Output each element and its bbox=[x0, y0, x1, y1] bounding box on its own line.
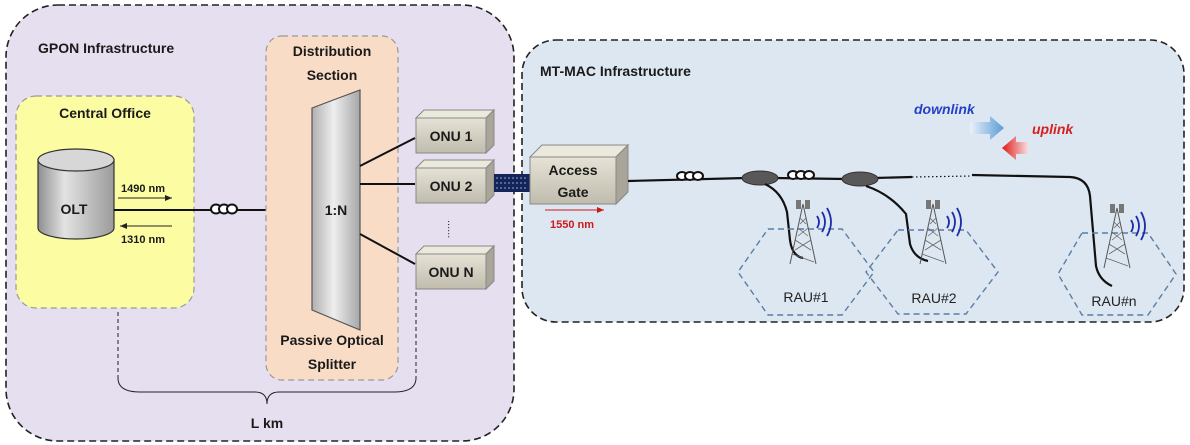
onu-access-gate-link bbox=[494, 174, 530, 192]
olt-icon bbox=[37, 148, 115, 240]
rau-n-label: RAU#n bbox=[1091, 293, 1136, 309]
rau-1-cell bbox=[737, 228, 875, 316]
splitter-label-line1: Passive Optical bbox=[280, 332, 384, 348]
rau-2-label: RAU#2 bbox=[911, 290, 956, 306]
downstream-arrow-icon bbox=[118, 195, 172, 201]
onu-n-box bbox=[414, 244, 496, 291]
splitter-label-line2: Splitter bbox=[308, 356, 357, 372]
onu-ellipsis: ...... bbox=[445, 220, 457, 238]
central-office-title: Central Office bbox=[59, 105, 151, 121]
onu-2-label: ONU 2 bbox=[430, 178, 473, 194]
splitter-ratio: 1:N bbox=[325, 202, 348, 218]
wavelength-up-label: 1310 nm bbox=[121, 234, 165, 246]
onu-1-label: ONU 1 bbox=[430, 128, 473, 144]
optical-coupler-icon bbox=[741, 170, 879, 187]
olt-label: OLT bbox=[61, 201, 88, 217]
wavelength-1550-label: 1550 nm bbox=[550, 219, 594, 231]
wavelength-1550-arrow-icon bbox=[545, 207, 604, 213]
gpon-title: GPON Infrastructure bbox=[38, 40, 174, 56]
downlink-label: downlink bbox=[914, 101, 976, 117]
access-gate-line2: Gate bbox=[557, 184, 588, 200]
distance-label: L km bbox=[251, 415, 283, 431]
mtmac-fiber-spool-icon bbox=[676, 170, 815, 181]
distance-bracket bbox=[117, 292, 417, 405]
uplink-arrow-icon bbox=[1002, 136, 1028, 160]
mtmac-title: MT-MAC Infrastructure bbox=[540, 63, 691, 79]
distribution-fibers bbox=[359, 137, 416, 265]
wavelength-down-label: 1490 nm bbox=[121, 183, 165, 195]
rau-n-cell bbox=[1057, 232, 1177, 316]
onu-1-box bbox=[414, 108, 496, 155]
rau-1-label: RAU#1 bbox=[783, 289, 828, 305]
rau-drop-fibers bbox=[764, 183, 929, 263]
downlink-arrow-icon bbox=[970, 116, 1004, 140]
rau-2-cell bbox=[865, 229, 999, 315]
distribution-title-line2: Section bbox=[307, 67, 358, 83]
onu-2-box bbox=[414, 158, 496, 205]
passive-optical-splitter-icon bbox=[311, 89, 361, 331]
uplink-label: uplink bbox=[1032, 121, 1074, 137]
onu-n-label: ONU N bbox=[428, 264, 473, 280]
distribution-title-line1: Distribution bbox=[293, 43, 372, 59]
fiber-spool-icon bbox=[210, 203, 238, 215]
access-gate-box bbox=[528, 143, 630, 206]
upstream-arrow-icon bbox=[120, 223, 172, 229]
access-gate-line1: Access bbox=[548, 162, 597, 178]
